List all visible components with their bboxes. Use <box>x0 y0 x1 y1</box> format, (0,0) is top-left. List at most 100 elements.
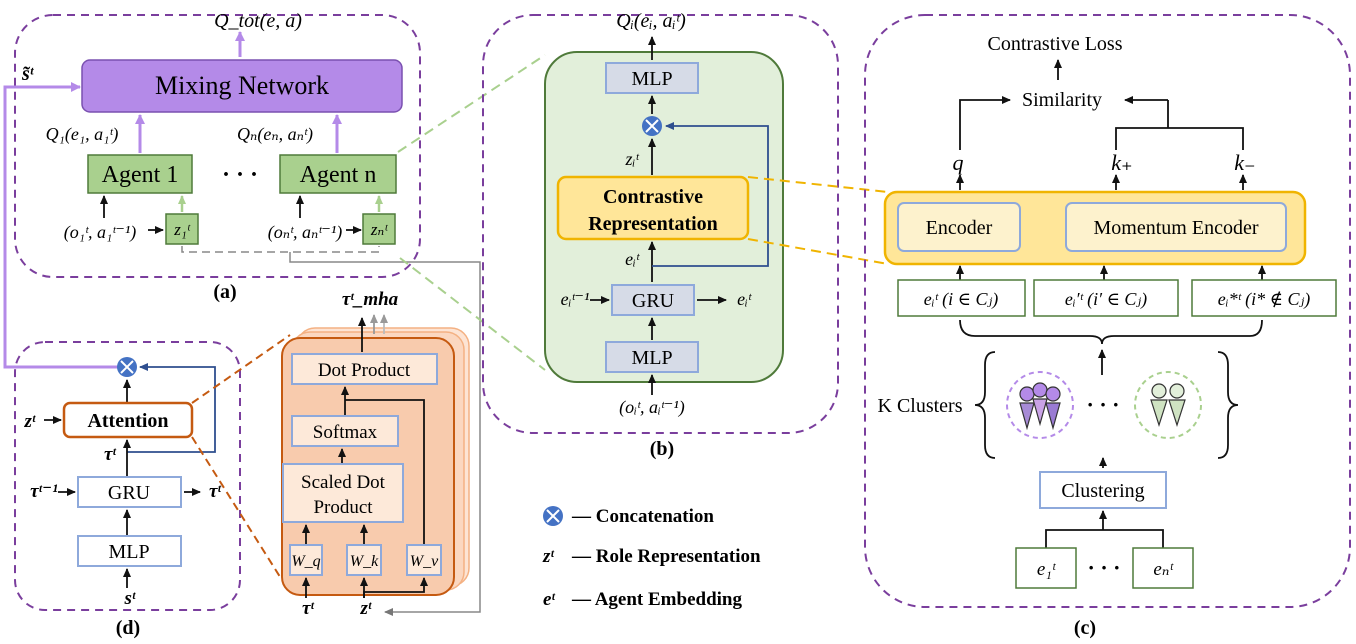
agent-1-input: (o₁ᵗ, a₁ᵗ⁻¹) <box>64 222 136 243</box>
mlp-label-d: MLP <box>108 541 149 563</box>
embedding-pos-box <box>897 279 1026 317</box>
scaled-dot-line2: Product <box>313 497 373 518</box>
embedding-pos2-label: eᵢ′ᵗ (i′ ∈ Cⱼ) <box>1065 289 1147 310</box>
tau-input-label: τᵗ <box>302 598 314 619</box>
wq-label: W_q <box>291 553 320 570</box>
momentum-encoder-label: Momentum Encoder <box>1094 217 1259 239</box>
panel-a-caption: (a) <box>213 281 236 303</box>
panel-b: Qᵢ(eᵢ, aᵢᵗ) MLP zᵢᵗ Contrastive Represen… <box>482 10 839 460</box>
legend-concat-text: — Concatenation <box>571 506 714 527</box>
agent-1-box <box>87 154 193 194</box>
contrastive-representation-box <box>556 175 750 241</box>
e-out-label: eᵢᵗ <box>737 289 752 309</box>
panel-c-frame <box>864 14 1351 608</box>
momentum-encoder-box <box>1065 202 1287 252</box>
panel-b-input-label: (oᵢᵗ, aᵢᵗ⁻¹) <box>619 397 685 418</box>
input-en-box <box>1132 547 1194 589</box>
attention-label: Attention <box>87 410 168 432</box>
legend-embedding-text: — Agent Embedding <box>571 589 742 610</box>
inputs-ellipsis: · · · <box>1087 555 1120 580</box>
zn-label: zₙᵗ <box>370 220 389 239</box>
z-i-label: zᵢᵗ <box>625 149 640 169</box>
contrastive-rep-line2: Representation <box>588 213 718 235</box>
legend: — Concatenation zᵗ — Role Representation… <box>542 506 761 610</box>
attention-box <box>62 401 194 439</box>
embedding-pos2-box <box>1033 279 1179 317</box>
mlp-box-d <box>77 535 182 567</box>
gru-box-b <box>611 284 695 316</box>
wq-box <box>289 544 323 576</box>
tau-d-label: τᵗ <box>104 444 116 465</box>
wk-label: W_k <box>350 553 379 570</box>
kminus-label: k₋ <box>1234 150 1255 175</box>
input-en-label: eₙᵗ <box>1153 559 1174 580</box>
agent-n-box <box>279 154 397 194</box>
agent-n-label: Agent n <box>300 162 377 188</box>
mlp-bottom-box <box>605 341 699 373</box>
tau-prev-label: τᵗ⁻¹ <box>30 481 58 502</box>
attention-detail: τᵗ_mha Dot Product Softmax Scaled Dot Pr… <box>281 289 470 619</box>
z1-label: z₁ᵗ <box>173 220 191 239</box>
embedding-pos-label: eᵢᵗ (i ∈ Cⱼ) <box>924 289 998 310</box>
e-i-mid-label: eᵢᵗ <box>625 249 640 269</box>
mlp-top-box <box>605 62 699 94</box>
scaled-dot-line1: Scaled Dot <box>301 472 386 493</box>
zn-box <box>362 213 396 245</box>
legend-role-symbol: zᵗ <box>542 546 554 567</box>
z-input-label: zᵗ <box>360 598 372 619</box>
concat-icon-d <box>117 357 137 377</box>
panel-c: Contrastive Loss Similarity q k₊ k₋ Enco… <box>864 14 1351 639</box>
z-d-label: zᵗ <box>24 411 36 432</box>
contrastive-loss-label: Contrastive Loss <box>988 33 1123 55</box>
agents-ellipsis: · · · <box>222 162 258 188</box>
concat-icon-b <box>642 116 662 136</box>
panel-a-output-label: Q_tot(e, a) <box>214 10 302 32</box>
panel-c-caption: (c) <box>1074 617 1096 639</box>
panel-d: Attention zᵗ τᵗ GRU τᵗ⁻¹ τᵗ MLP sᵗ (d) <box>14 341 241 639</box>
panel-b-frame <box>482 14 839 434</box>
scaled-dot-product-box <box>282 463 404 523</box>
clusters-ellipsis: · · · <box>1086 392 1119 417</box>
mixing-network-label: Mixing Network <box>155 71 329 100</box>
legend-concat-icon <box>543 506 563 526</box>
e-prev-label: eᵢᵗ⁻¹ <box>561 289 590 309</box>
wv-box <box>406 544 442 576</box>
k-clusters-label: K Clusters <box>878 395 963 417</box>
input-e1-box <box>1015 547 1077 589</box>
s-input-label: sᵗ <box>124 588 136 609</box>
q1-label: Q₁(e₁, a₁ᵗ) <box>46 124 119 145</box>
mlp-top-label: MLP <box>631 68 672 90</box>
panel-a-frame <box>14 14 421 278</box>
state-label: s̃ᵗ <box>21 63 35 85</box>
input-e1-label: e₁ᵗ <box>1037 559 1057 580</box>
gru-box-d <box>77 476 182 508</box>
mha-output-label: τᵗ_mha <box>342 289 399 310</box>
agent-n-input: (oₙᵗ, aₙᵗ⁻¹) <box>268 222 343 243</box>
clustering-box <box>1039 471 1167 509</box>
dot-product-box <box>291 353 438 385</box>
dot-product-label: Dot Product <box>318 360 411 381</box>
softmax-label: Softmax <box>313 422 378 443</box>
panel-b-output-label: Qᵢ(eᵢ, aᵢᵗ) <box>616 10 686 32</box>
gru-label-d: GRU <box>108 482 151 504</box>
q-label: q <box>953 150 964 175</box>
kplus-label: k₊ <box>1111 150 1132 175</box>
qn-label: Qₙ(eₙ, aₙᵗ) <box>237 124 313 145</box>
similarity-label: Similarity <box>1022 89 1102 111</box>
legend-embedding-symbol: eᵗ <box>543 589 555 610</box>
embedding-neg-box <box>1191 279 1337 317</box>
agent-1-label: Agent 1 <box>102 162 179 188</box>
clustering-label: Clustering <box>1061 480 1144 502</box>
panel-b-caption: (b) <box>650 438 674 460</box>
encoder-box <box>897 202 1021 252</box>
mixing-network-box <box>81 59 403 113</box>
wv-label: W_v <box>410 553 439 570</box>
embedding-neg-label: eᵢ*ᵗ (i* ∉ Cⱼ) <box>1218 289 1310 310</box>
wk-box <box>346 544 382 576</box>
mlp-bottom-label: MLP <box>631 347 672 369</box>
panel-a: Q_tot(e, a) Mixing Network s̃ᵗ Q₁(e₁, a₁… <box>3 10 421 369</box>
softmax-box <box>291 415 399 447</box>
contrastive-rep-line1: Contrastive <box>603 186 703 208</box>
encoder-label: Encoder <box>926 217 993 239</box>
gru-label-b: GRU <box>632 290 675 312</box>
